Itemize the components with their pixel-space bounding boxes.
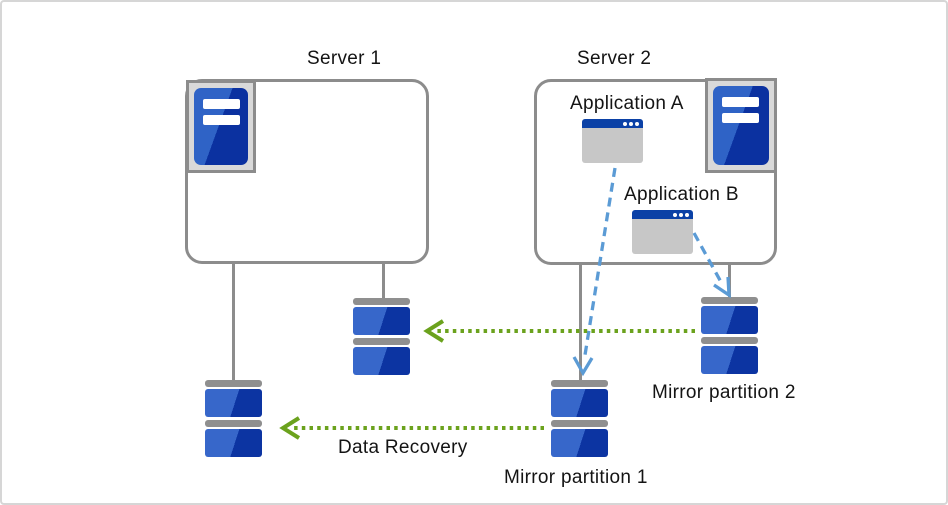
server-tower-slot: [722, 97, 759, 107]
connector-server1-left-disk: [232, 263, 235, 380]
window-body: [582, 128, 643, 163]
mirror-partition-1-disk-icon: [551, 380, 608, 458]
server-tower-slot: [722, 113, 759, 123]
disk-segment: [551, 389, 608, 417]
dashed-arrow-app-a-head-icon: [572, 356, 594, 377]
server-tower-body: [713, 86, 769, 165]
server2-label: Server 2: [577, 48, 652, 69]
disk-segment: [205, 389, 262, 417]
window-titlebar: [632, 210, 693, 219]
disk-segment: [701, 306, 758, 334]
disk-cap: [551, 380, 608, 387]
disk-cap: [353, 298, 410, 305]
connector-server2-mirror-partition-2: [728, 264, 731, 297]
disk-cap: [205, 380, 262, 387]
mirror-partition-2-disk-icon: [701, 297, 758, 375]
server-tower-slot: [203, 99, 240, 109]
disk-segment: [353, 307, 410, 335]
disk-segment: [353, 347, 410, 375]
dotted-arrow-mp2-head-icon: [423, 319, 445, 343]
mirror-partition-2-label: Mirror partition 2: [652, 382, 796, 403]
application-a-label: Application A: [570, 93, 684, 114]
titlebar-dot: [629, 121, 633, 126]
application-b-label: Application B: [624, 184, 739, 205]
server1-left-disk-icon: [205, 380, 262, 458]
titlebar-dot: [673, 212, 677, 217]
disk-cap: [701, 297, 758, 304]
titlebar-dot: [623, 121, 627, 126]
disk-cap: [205, 420, 262, 427]
disk-cap: [551, 420, 608, 427]
application-b-window-icon: [632, 210, 693, 254]
data-recovery-label: Data Recovery: [338, 437, 468, 458]
titlebar-dot: [635, 121, 639, 126]
connector-server2-mirror-partition-1: [579, 264, 582, 380]
server-tower-slot: [203, 115, 240, 125]
server-tower-body: [194, 88, 248, 165]
titlebar-dot: [685, 212, 689, 217]
titlebar-dot: [679, 212, 683, 217]
dotted-arrow-data-recovery-head-icon: [279, 416, 301, 440]
application-a-window-icon: [582, 119, 643, 163]
disk-segment: [551, 429, 608, 457]
server1-label: Server 1: [307, 48, 382, 69]
disk-cap: [701, 337, 758, 344]
dashed-arrow-app-b-head-icon: [713, 276, 731, 299]
window-titlebar: [582, 119, 643, 128]
server1-middle-disk-icon: [353, 298, 410, 376]
disk-cap: [353, 338, 410, 345]
server1-tower-icon: [186, 80, 256, 173]
mirror-partition-1-label: Mirror partition 1: [504, 467, 648, 488]
window-body: [632, 219, 693, 254]
connector-server1-middle-disk: [382, 263, 385, 298]
disk-segment: [701, 346, 758, 374]
disk-segment: [205, 429, 262, 457]
server2-tower-icon: [705, 78, 777, 173]
